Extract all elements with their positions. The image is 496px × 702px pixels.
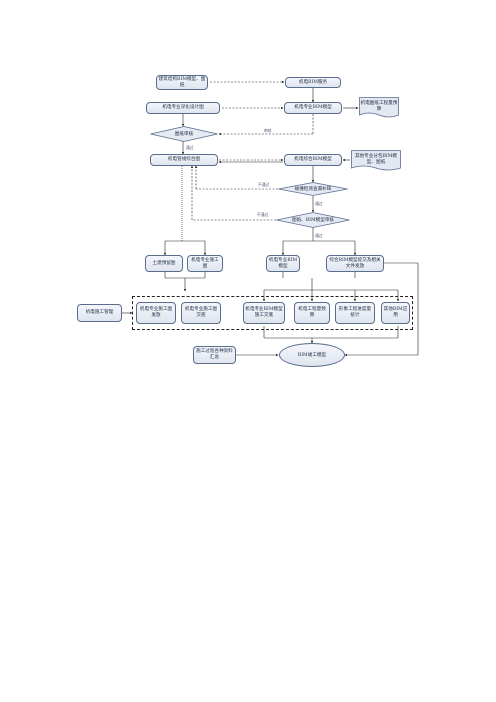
structure-model-node: 建筑结构BIM模型、图纸 [156, 75, 208, 90]
material-summary-node: 施工过程各种资料汇总 [193, 346, 236, 364]
composite-submit-node: 综合BIM模型提交及相关文件发放 [326, 255, 384, 272]
as-built-model-node: BIM竣工模型 [279, 343, 345, 367]
feedback-label: 审核 [264, 128, 272, 133]
mep-service-node: 机电BIM服务 [285, 77, 341, 88]
subcontract-model-node: 其他专业分包BIM模型、图纸 [351, 150, 401, 172]
civil-reserved-node: 土建预留图 [145, 255, 183, 272]
mep-drawing-disclosure-node: 机电专业施工图发放 [136, 302, 176, 324]
mep-model-handover-node: 机电专业BIM模型施工交底 [243, 302, 285, 324]
other-bim-use-node: 其他BIM应用 [381, 302, 410, 324]
mep-quantity-node: 机电图纸工程量预算 [359, 97, 399, 119]
fail-label-1: 不通过 [258, 182, 270, 187]
collision-check-decision: 碰撞检测查漏补缺 [278, 182, 348, 196]
pass-label-2: 通过 [315, 201, 323, 206]
mep-construction-mgmt-node: 机电施工管理 [77, 304, 122, 322]
mep-construction-drawing-node: 机电专业施工图 [187, 255, 223, 272]
fail-label-2: 不通过 [257, 212, 269, 217]
drawing-model-review-decision: 图纸、BIM模型审核 [276, 212, 350, 228]
pass-label-1: 通过 [186, 145, 194, 150]
mep-deepen-design-node: 机电专业深化设计图 [146, 102, 220, 114]
pass-label-3: 通过 [315, 233, 323, 238]
construction-phase-frame [132, 296, 413, 330]
mep-bim-model2-node: 机电专业BIM模型 [266, 255, 300, 272]
pipeline-composite-node: 机电管线综合图 [150, 154, 218, 166]
progress-stats-node: 形象工程进度量统计 [335, 302, 375, 324]
drawing-review-decision: 图纸审核 [150, 126, 218, 142]
mep-budget-node: 机电工程量预算 [294, 302, 330, 324]
mep-bim-model-node: 机电专业BIM模型 [284, 102, 342, 114]
mep-drawing-handover-node: 机电专业施工图交底 [181, 302, 221, 324]
composite-model-node: 机电综合BIM模型 [284, 154, 342, 166]
